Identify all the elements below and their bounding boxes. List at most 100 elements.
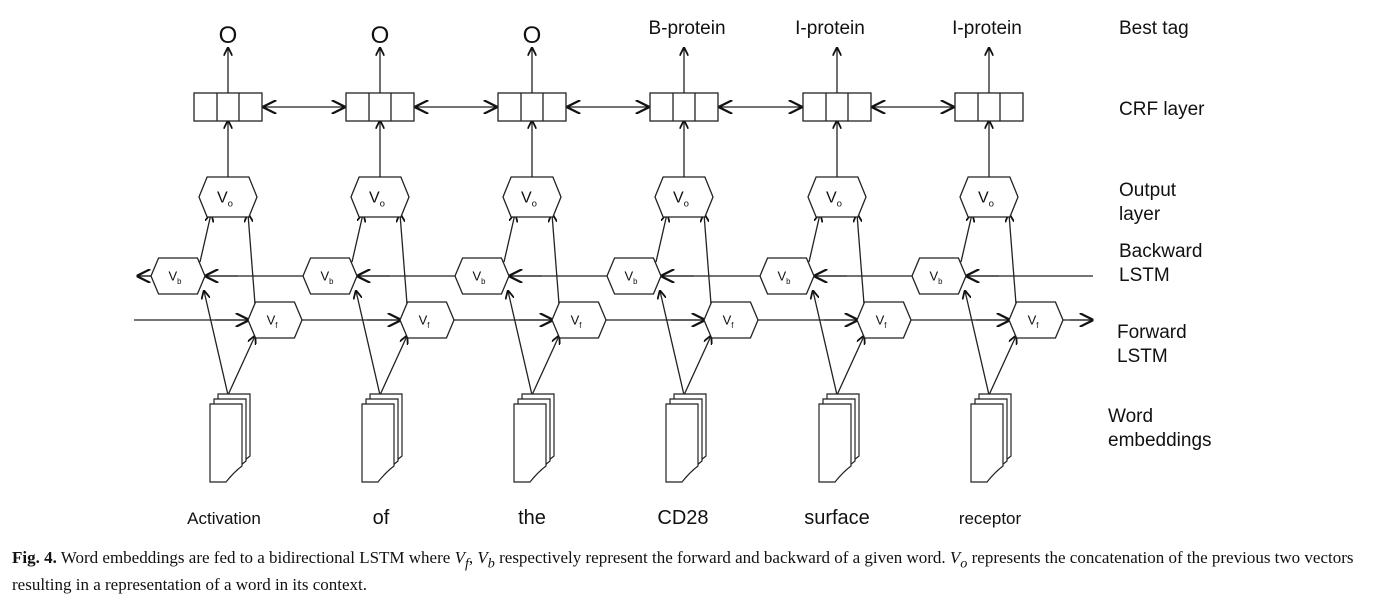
vo-node: [198, 176, 258, 218]
crf-cell: [802, 92, 872, 122]
caption-comma: ,: [468, 548, 478, 567]
embed-to-vf-arrow: [379, 336, 407, 396]
tag-label: B-protein: [648, 18, 725, 39]
caption-label: Fig. 4.: [12, 548, 57, 567]
word-token-label: CD28: [657, 507, 708, 529]
crf-cell: [345, 92, 415, 122]
tag-label: O: [219, 22, 238, 49]
label-word-embeddings-2: embeddings: [1108, 430, 1212, 451]
caption-vb: V: [477, 548, 488, 567]
embed-to-vb-arrow: [660, 291, 685, 396]
embed-to-vb-arrow: [356, 291, 381, 396]
caption-text-3: represents the concatenation of the prev…: [12, 548, 1354, 595]
vf-node-label: Vf: [267, 313, 279, 330]
label-forward-lstm-2: LSTM: [1117, 346, 1168, 367]
embed-to-vb-arrow: [813, 291, 838, 396]
word-embedding-sheet: [665, 403, 699, 483]
vf-node: [247, 301, 303, 339]
caption-vo: V: [949, 548, 961, 567]
vo-node: [502, 176, 562, 218]
connection-lines: [134, 48, 1093, 396]
vb-node-label: Vb: [320, 269, 334, 286]
label-output-layer-1: Output: [1119, 180, 1177, 201]
vo-node: [959, 176, 1019, 218]
layer-labels: Best tag CRF layer Output layer Backward…: [1108, 18, 1212, 451]
vf-node: [703, 301, 759, 339]
vb-node-label: Vb: [472, 269, 486, 286]
tag-label: O: [371, 22, 390, 49]
vo-node-label: Vo: [369, 190, 385, 210]
vf-to-vo-arrow: [1009, 214, 1017, 305]
crf-cell: [954, 92, 1024, 122]
vb-node: [606, 257, 662, 295]
embed-to-vb-arrow: [204, 291, 229, 396]
word-embedding-sheet: [513, 403, 547, 483]
vb-to-vo-arrow: [960, 214, 972, 263]
vb-node-label: Vb: [777, 269, 791, 286]
caption-vf-sub: f: [464, 555, 469, 572]
vb-node-label: Vb: [624, 269, 638, 286]
vo-node: [350, 176, 410, 218]
word-embedding-sheet: [970, 403, 1004, 483]
vf-node: [399, 301, 455, 339]
embed-to-vf-arrow: [531, 336, 559, 396]
vf-to-vo-arrow: [857, 214, 865, 305]
word-embedding-sheet: [209, 403, 243, 483]
vb-node: [454, 257, 510, 295]
tag-label: I-protein: [952, 18, 1022, 39]
caption-vf: V: [454, 548, 465, 567]
vb-node: [759, 257, 815, 295]
vb-to-vo-arrow: [503, 214, 515, 263]
vf-node-label: Vf: [419, 313, 431, 330]
figure-caption: Fig. 4. Word embeddings are fed to a bid…: [12, 547, 1362, 596]
vf-to-vo-arrow: [704, 214, 712, 305]
label-backward-lstm-2: LSTM: [1119, 265, 1170, 286]
vo-node-label: Vo: [978, 190, 994, 210]
label-forward-lstm-1: Forward: [1117, 322, 1187, 343]
vb-node-label: Vb: [929, 269, 943, 286]
label-backward-lstm-1: Backward: [1119, 241, 1202, 262]
caption-text-1: Word embeddings are fed to a bidirection…: [56, 548, 455, 567]
word-token-label: of: [373, 507, 390, 529]
embed-to-vf-arrow: [836, 336, 864, 396]
crf-cell: [497, 92, 567, 122]
vb-node: [150, 257, 206, 295]
label-crf-layer: CRF layer: [1119, 99, 1205, 120]
vf-node-label: Vf: [876, 313, 888, 330]
embed-to-vb-arrow: [965, 291, 990, 396]
vb-node: [302, 257, 358, 295]
vf-to-vo-arrow: [248, 214, 256, 305]
embed-to-vf-arrow: [683, 336, 711, 396]
embed-to-vf-arrow: [988, 336, 1016, 396]
vb-to-vo-arrow: [351, 214, 363, 263]
vf-node-label: Vf: [723, 313, 735, 330]
vo-node: [807, 176, 867, 218]
embed-to-vf-arrow: [227, 336, 255, 396]
crf-cell: [649, 92, 719, 122]
tag-label: O: [523, 22, 542, 49]
word-embedding-sheet: [361, 403, 395, 483]
vb-node-label: Vb: [168, 269, 182, 286]
vf-node-label: Vf: [1028, 313, 1040, 330]
vo-node-label: Vo: [673, 190, 689, 210]
vo-node-label: Vo: [217, 190, 233, 210]
tag-label: I-protein: [795, 18, 865, 39]
label-word-embeddings-1: Word: [1108, 406, 1153, 427]
word-token-label: Activation: [187, 509, 261, 528]
vf-to-vo-arrow: [552, 214, 560, 305]
embed-to-vb-arrow: [508, 291, 533, 396]
vb-node: [911, 257, 967, 295]
vf-node: [551, 301, 607, 339]
word-embedding-sheet: [818, 403, 852, 483]
vf-to-vo-arrow: [400, 214, 408, 305]
vf-node: [1008, 301, 1064, 339]
vb-to-vo-arrow: [655, 214, 667, 263]
caption-text-2: respectively represent the forward and b…: [494, 548, 950, 567]
label-output-layer-2: layer: [1119, 204, 1161, 225]
word-token-label: the: [518, 507, 546, 529]
label-best-tag: Best tag: [1119, 18, 1189, 39]
word-token-label: surface: [804, 507, 870, 529]
vf-node: [856, 301, 912, 339]
